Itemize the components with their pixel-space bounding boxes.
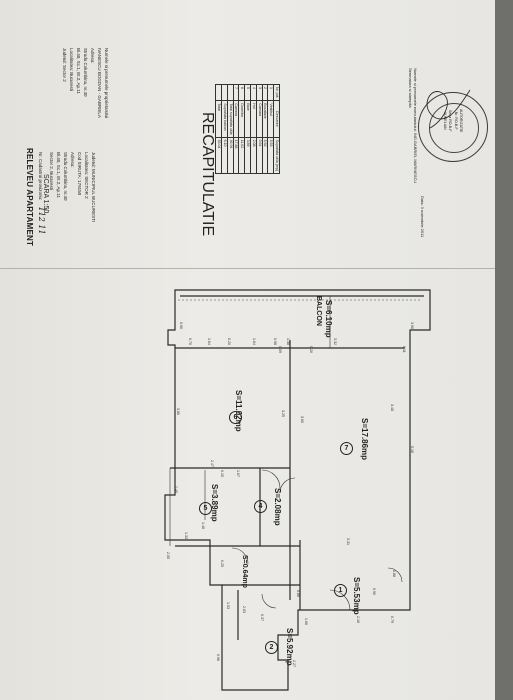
dimension-label: 0.96 — [216, 654, 220, 661]
room-number-7: 7 — [340, 442, 353, 455]
dimension-label: 2.05 — [166, 552, 170, 559]
dimension-label: 3.80 — [176, 408, 180, 415]
room-area-4: S=2.08mp — [273, 488, 282, 526]
dimension-label: 5.16 — [410, 446, 414, 453]
room-area-6: S=11.02mp — [234, 390, 243, 432]
balcony-area: S=6.10mp — [324, 300, 333, 338]
dimension-label: 1.33 — [184, 532, 188, 539]
room-area-1: S=5.53mp — [352, 577, 361, 615]
room-number-4: 4 — [254, 500, 267, 513]
dimension-label: 3.31 — [346, 538, 350, 545]
dimension-label: 0.90 — [372, 588, 376, 595]
dimension-label: 2.27 — [292, 660, 296, 667]
dimension-label: 2.47 — [210, 460, 214, 467]
dimension-label: 0.98 — [273, 338, 277, 345]
dimension-label: 3.48 — [390, 404, 394, 411]
dimension-label: 0.70 — [188, 338, 192, 345]
dimension-label: 3.32 — [333, 338, 337, 345]
room-area-7: S=17.86mp — [360, 418, 369, 461]
dimension-label: 1.53 — [226, 602, 230, 609]
dimension-label: 1.64 — [252, 338, 256, 345]
dimension-label: 1.45 — [174, 486, 178, 493]
room-number-2: 2 — [265, 641, 278, 654]
dimension-label: 0.88 — [392, 570, 396, 577]
dimension-label: 1.66 — [304, 618, 308, 625]
dimension-label: 3.60 — [300, 416, 304, 423]
dimension-label: 1.64 — [207, 338, 211, 345]
dimension-label: 0.25 — [220, 560, 224, 567]
dimension-label: 3.25 — [281, 410, 285, 417]
dimension-label: 0.11 — [402, 346, 406, 353]
dimension-label: 2.16 — [356, 616, 360, 623]
dimension-label: 1.48 — [201, 522, 205, 529]
room-area-5: S=3.89mp — [210, 484, 219, 522]
dimension-label: 0.15 — [220, 470, 224, 477]
room-number-1: 1 — [334, 584, 347, 597]
balcony-label: BALCON — [315, 296, 322, 326]
dimension-label: 0.20 — [309, 346, 313, 353]
fold-line — [0, 268, 495, 269]
dimension-label: 0.37 — [260, 614, 264, 621]
dimension-label: 0.86 — [296, 590, 300, 597]
dimension-label: 0.09 — [278, 346, 282, 353]
document-sheet — [0, 0, 495, 700]
room-area-3: S=0.64mp — [241, 555, 248, 588]
dimension-label: 1.67 — [236, 470, 240, 477]
dimension-label: 1.38 — [286, 338, 290, 345]
dimension-label: 0.79 — [390, 616, 394, 623]
dimension-label: 0.90 — [179, 322, 183, 329]
room-number-6: 6 — [229, 411, 242, 424]
dimension-label: 0.20 — [227, 338, 231, 345]
room-number-5: 5 — [199, 502, 212, 515]
dimension-label: 3.90 — [410, 322, 414, 329]
dimension-label: 2.63 — [242, 606, 246, 613]
